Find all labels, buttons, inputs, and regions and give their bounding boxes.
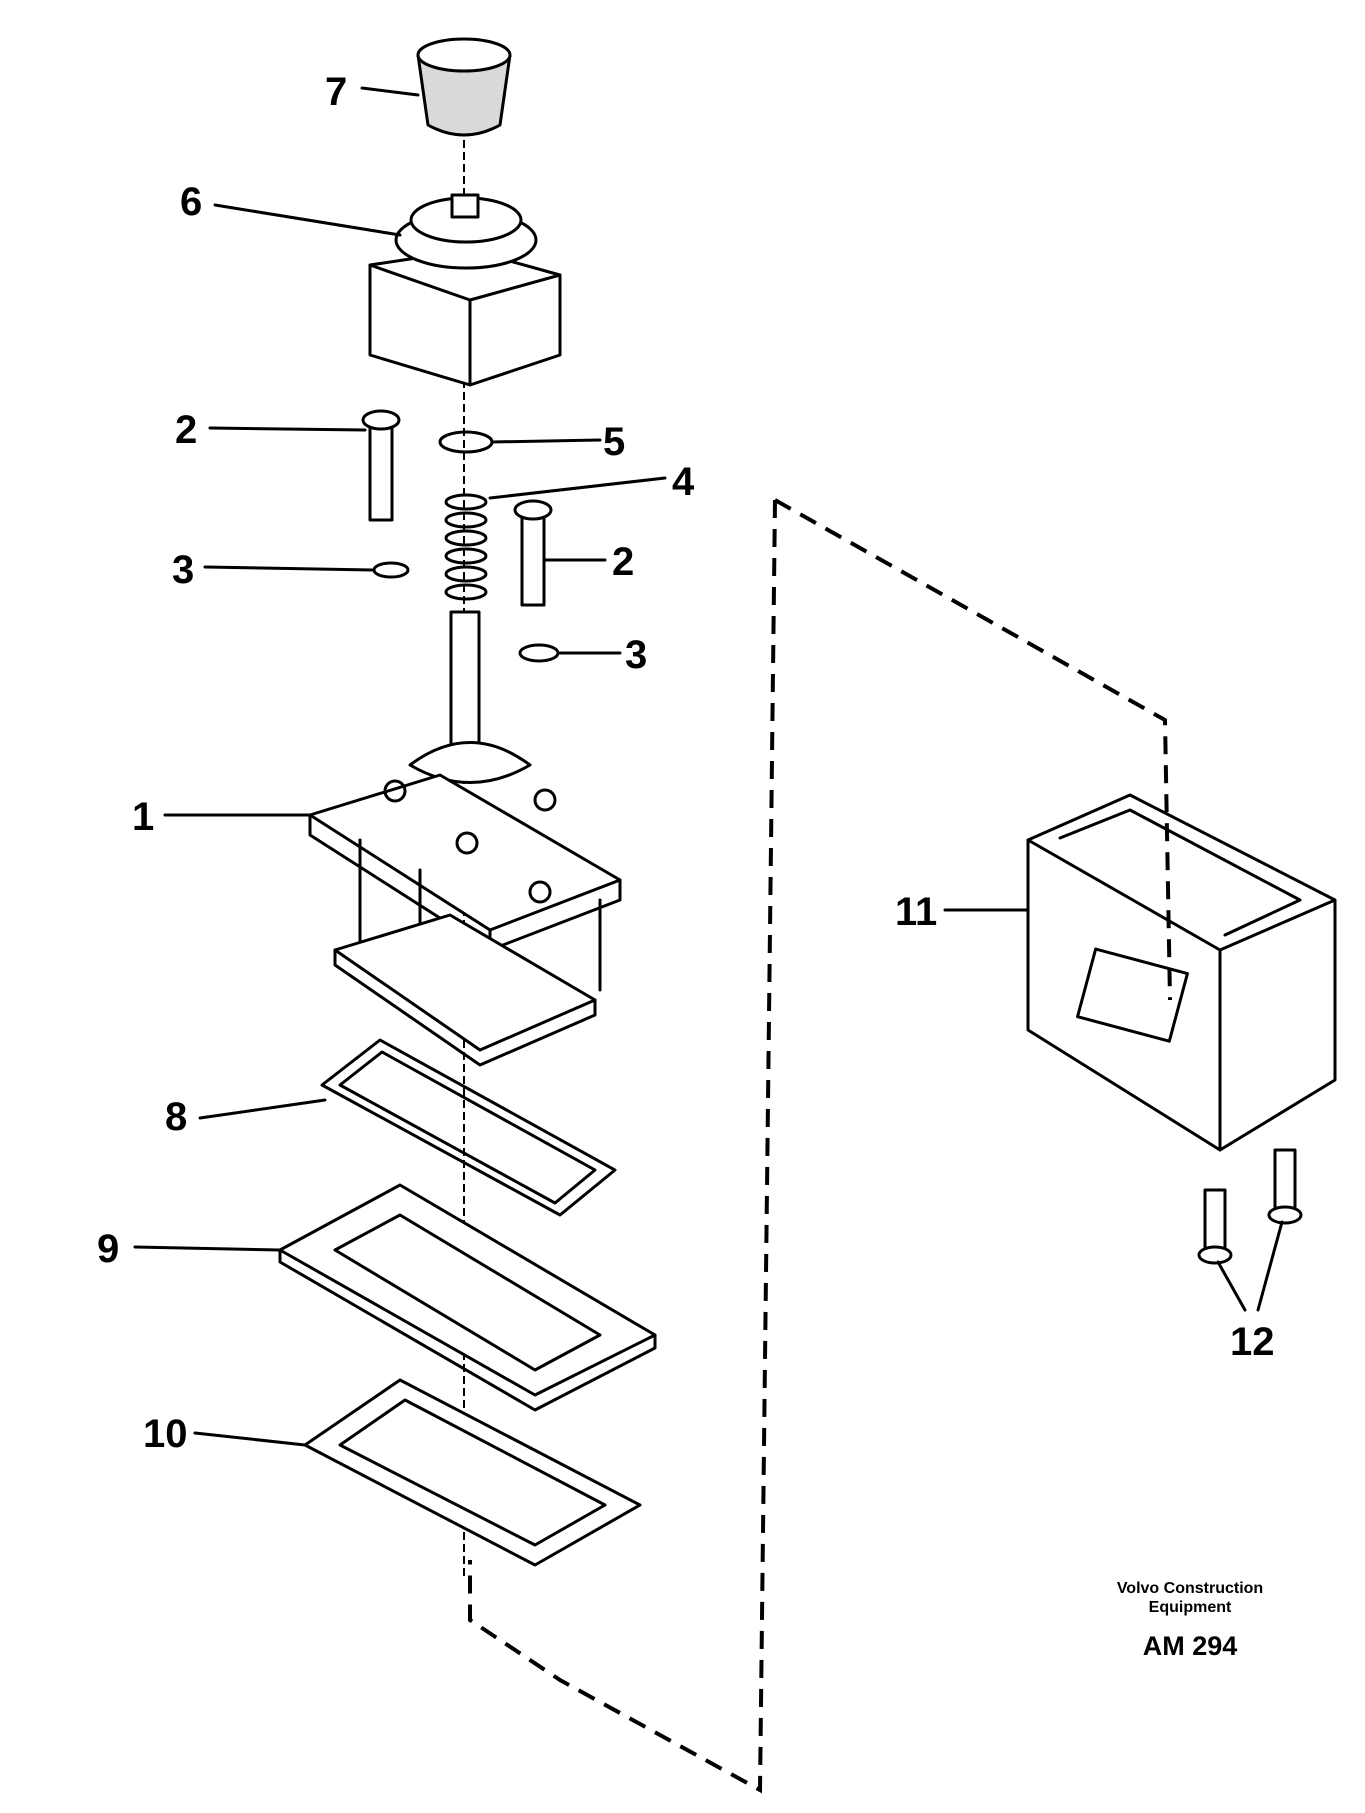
- callout-6: 6: [180, 180, 202, 224]
- callout-8: 8: [165, 1095, 187, 1139]
- part-4-spring: [444, 493, 488, 601]
- part-6-cover: [368, 193, 562, 387]
- callout-2-left: 2: [175, 408, 197, 452]
- part-1-control-valve: [308, 610, 622, 1067]
- callout-2-right: 2: [612, 540, 634, 584]
- callout-10: 10: [143, 1412, 188, 1456]
- callout-4: 4: [672, 460, 695, 504]
- part-10-frame: [303, 1378, 642, 1567]
- credit-line-2: Equipment: [1149, 1599, 1232, 1616]
- part-12-screw-left: [1197, 1188, 1233, 1265]
- part-8-gasket: [320, 1038, 617, 1217]
- part-3-washer-left: [372, 561, 410, 579]
- part-7-knob: [416, 37, 512, 137]
- drawing-code: AM 294: [1143, 1631, 1238, 1661]
- part-12-screw-right: [1267, 1148, 1303, 1225]
- callout-7: 7: [325, 70, 347, 114]
- callout-3-left: 3: [172, 548, 194, 592]
- dashed-routing-line: [468, 498, 1172, 1794]
- callout-3-right: 3: [625, 633, 647, 677]
- part-2-screw-left: [361, 409, 401, 522]
- credit-line-1: Volvo Construction: [1117, 1580, 1263, 1597]
- callout-1: 1: [132, 795, 154, 839]
- callout-5: 5: [603, 420, 625, 464]
- callout-11: 11: [895, 890, 937, 934]
- part-3-washer-right: [518, 643, 560, 663]
- part-11-housing: [1026, 793, 1337, 1152]
- part-9-plate: [278, 1183, 657, 1412]
- part-2-screw-right: [513, 499, 553, 607]
- callout-9: 9: [97, 1227, 119, 1271]
- part-5-circlip: [438, 430, 494, 454]
- callout-12: 12: [1230, 1320, 1275, 1364]
- leader-lines: [133, 86, 1284, 1447]
